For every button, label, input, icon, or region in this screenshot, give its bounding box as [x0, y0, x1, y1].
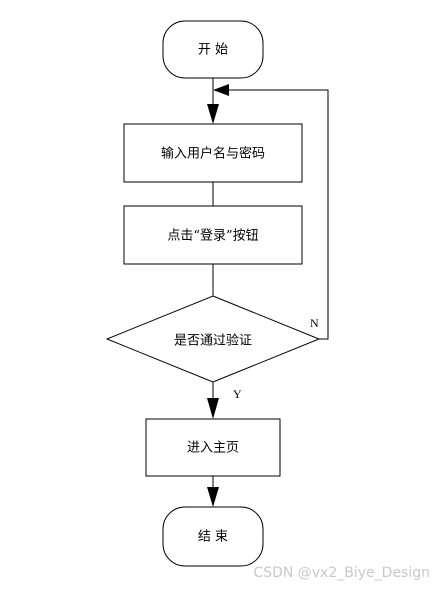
csdn-watermark: CSDN @vx2_Biye_Design: [253, 565, 430, 581]
start-label: 开 始: [198, 43, 228, 58]
yes-label: Y: [233, 387, 242, 401]
end-node: 结 束: [162, 506, 264, 567]
start-node: 开 始: [162, 20, 264, 79]
arrowhead-yes-to-home: [207, 398, 219, 419]
enter-home-label: 进入主页: [187, 441, 239, 456]
click-login-node: 点击“登录”按钮: [123, 205, 303, 265]
arrowhead-start-to-input: [207, 104, 219, 124]
arrowhead-home-to-end: [207, 487, 219, 507]
verify-decision-node: 是否通过验证: [105, 295, 321, 383]
end-label: 结 束: [198, 530, 228, 545]
no-label: N: [310, 316, 319, 330]
input-credentials-node: 输入用户名与密码: [123, 123, 303, 183]
edge-no-loopback: [229, 89, 329, 340]
input-credentials-label: 输入用户名与密码: [161, 146, 265, 162]
verify-decision-label: 是否通过验证: [174, 333, 252, 349]
click-login-label: 点击“登录”按钮: [167, 229, 258, 244]
arrowhead-no-loopback: [213, 84, 229, 96]
enter-home-node: 进入主页: [145, 418, 281, 477]
